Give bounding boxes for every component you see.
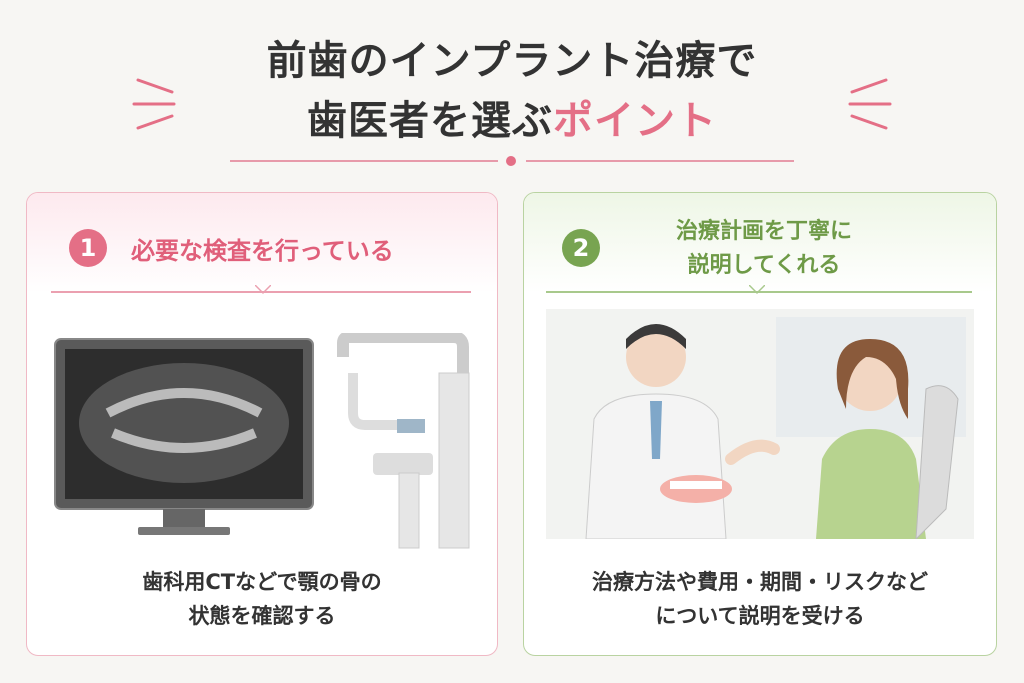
- heading-line2: 説明してくれる: [687, 253, 841, 278]
- point-card-1: 1 必要な検査を行っている 歯科用CTなどで顎の骨の 状態を確認する: [26, 192, 498, 656]
- title-divider-dot: [506, 156, 516, 166]
- dentist-consultation-illustration: [546, 309, 974, 539]
- point-caption: 歯科用CTなどで顎の骨の 状態を確認する: [27, 565, 497, 633]
- page-title-line2: 歯医者を選ぶポイント: [0, 88, 1024, 146]
- caption-line2: について説明を受ける: [655, 604, 865, 628]
- caption-line2: 状態を確認する: [188, 604, 336, 628]
- title-divider-right: [526, 160, 794, 162]
- title-divider-left: [230, 160, 498, 162]
- ct-scanner-illustration: [54, 333, 470, 549]
- point-card-2-header: 2 治療計画を丁寧に 説明してくれる: [524, 193, 996, 293]
- point-card-1-header: 1 必要な検査を行っている: [27, 193, 497, 293]
- title-main: 歯医者を選ぶ: [307, 98, 553, 144]
- point-caption: 治療方法や費用・期間・リスクなど について説明を受ける: [524, 565, 996, 633]
- caption-line1: 治療方法や費用・期間・リスクなど: [592, 570, 928, 594]
- point-number-badge: 2: [562, 229, 600, 267]
- pointer-notch-icon: [749, 285, 765, 295]
- point-number-badge: 1: [69, 229, 107, 267]
- right-sparkle-icon: [848, 78, 892, 130]
- left-sparkle-icon: [132, 78, 176, 130]
- page-title-line1: 前歯のインプラント治療で: [266, 38, 758, 84]
- title-accent: ポイント: [553, 98, 717, 144]
- caption-line1: 歯科用CTなどで顎の骨の: [142, 570, 382, 594]
- pointer-notch-icon: [255, 285, 271, 295]
- heading-line1: 治療計画を丁寧に: [675, 219, 852, 244]
- point-heading: 治療計画を丁寧に 説明してくれる: [614, 215, 914, 283]
- point-card-2: 2 治療計画を丁寧に 説明してくれる 治療方法や費用・期間・リスクなど について…: [523, 192, 997, 656]
- point-heading: 必要な検査を行っている: [131, 237, 394, 265]
